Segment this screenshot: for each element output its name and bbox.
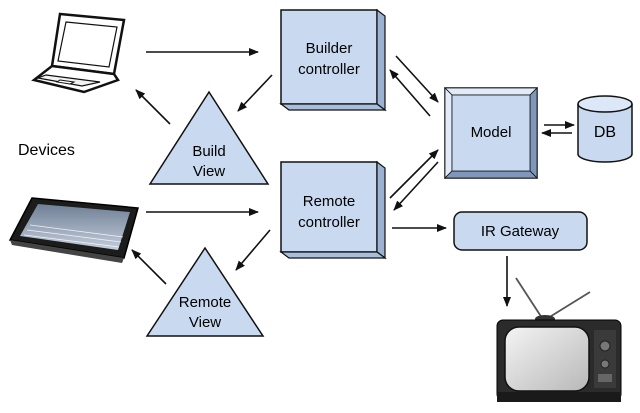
arrow-model-to-remote: [393, 161, 439, 211]
tv-icon: [496, 277, 622, 402]
db-label: DB: [594, 124, 616, 141]
remote-controller-line2: controller: [298, 214, 360, 231]
builder-controller-node: Builder controller: [279, 8, 387, 112]
model-label: Model: [471, 124, 512, 141]
tablet-icon: [8, 197, 139, 263]
arrow-remoteview-to-tablet: [131, 249, 167, 285]
arrow-remote-to-model: [389, 149, 439, 199]
model-node: Model: [444, 87, 538, 179]
arrow-model-to-builder: [389, 69, 431, 117]
arrow-remote-to-remoteview: [235, 229, 271, 271]
remote-controller-node: Remote controller: [279, 160, 387, 260]
arrow-builder-to-model: [395, 55, 439, 103]
builder-controller-line2: controller: [298, 61, 360, 78]
laptop-icon: [31, 12, 126, 94]
build-view-line1: Build: [192, 143, 225, 160]
build-view-line2: View: [193, 163, 225, 180]
ir-gateway-label: IR Gateway: [481, 223, 560, 240]
devices-label: Devices: [18, 142, 75, 159]
connector-arrows: [131, 48, 575, 307]
arrow-builder-to-buildview: [237, 74, 273, 112]
builder-controller-line1: Builder: [306, 40, 353, 57]
remote-controller-line1: Remote: [303, 193, 356, 210]
remote-view-line1: Remote: [179, 294, 232, 311]
build-view-node: Build View: [148, 90, 270, 185]
remote-view-line2: View: [189, 314, 221, 331]
arrow-buildview-to-laptop: [135, 89, 171, 125]
remote-view-node: Remote View: [145, 246, 265, 337]
db-node: DB: [577, 95, 633, 163]
ir-gateway-node: IR Gateway: [453, 211, 588, 251]
